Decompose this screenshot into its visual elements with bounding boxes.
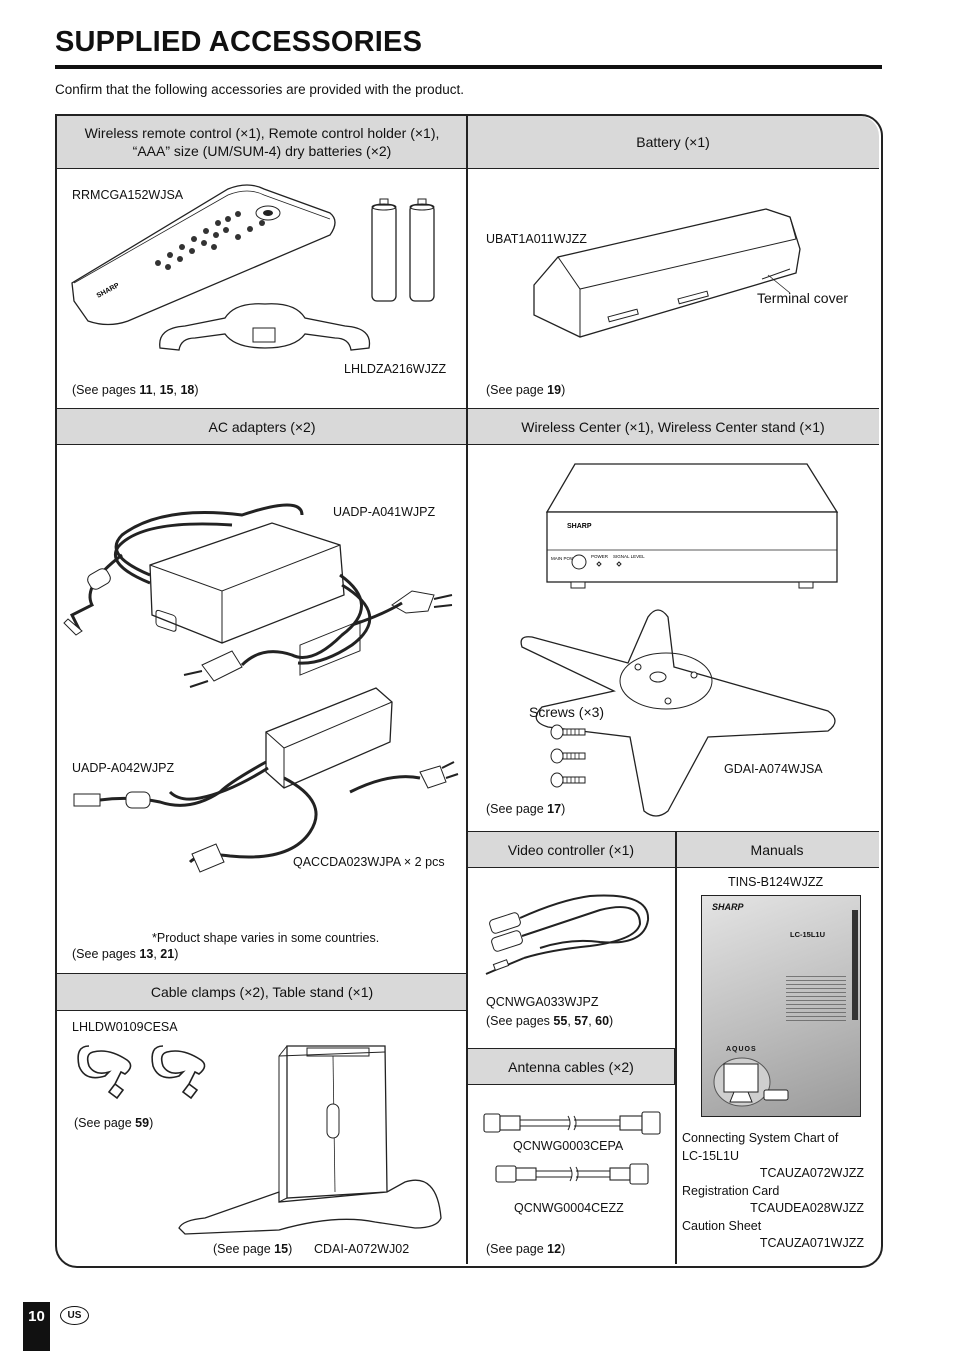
manuals-header: Manuals xyxy=(675,831,879,868)
page-number: 10 xyxy=(23,1302,50,1351)
wireless-center-see-page: (See page 17) xyxy=(486,802,566,816)
wireless-center-brand: SHARP xyxy=(567,523,592,530)
ac-product-note: *Product shape varies in some countries. xyxy=(152,931,380,945)
screws-illustration xyxy=(550,724,586,788)
stand-part-number: GDAI-A074WJSA xyxy=(724,762,823,776)
registration-card: Registration Card xyxy=(682,1183,780,1198)
remote-holder-illustration xyxy=(159,303,371,351)
remote-header: Wireless remote control (×1), Remote con… xyxy=(57,116,467,169)
chart-title-line-1: Connecting System Chart of xyxy=(682,1131,839,1145)
battery-pack-illustration xyxy=(533,208,801,338)
manual-cover: SHARP LC-15L1U AQUOS xyxy=(701,895,861,1117)
title-rule xyxy=(55,65,882,69)
ac-adapter-1-part: UADP-A041WJPZ xyxy=(333,505,436,519)
chart-part-number: TCAUZA072WJZZ xyxy=(759,1166,864,1180)
remote-control-illustration: SHARP xyxy=(71,184,336,326)
accessories-frame xyxy=(55,114,883,1268)
video-part-number: QCNWGA033WJPZ xyxy=(486,995,599,1009)
manuals-list: Connecting System Chart of LC-15L1U TCAU… xyxy=(682,1130,868,1253)
cable-clamps-illustration xyxy=(77,1045,206,1100)
table-stand-illustration xyxy=(178,1045,442,1235)
clamp-part-number: LHLDW0109CESA xyxy=(72,1020,178,1034)
antenna-see-page: (See page 12) xyxy=(486,1242,566,1256)
ac-cord-part: QACCDA023WJPA × 2 pcs xyxy=(293,855,445,869)
caution-part-number: TCAUZA071WJZZ xyxy=(759,1236,864,1250)
registration-part-number: TCAUDEA028WJZZ xyxy=(750,1201,864,1215)
table-stand-part-number: CDAI-A072WJ02 xyxy=(314,1242,410,1256)
ac-header: AC adapters (×2) xyxy=(57,408,467,445)
antenna-cables-illustration xyxy=(483,1111,661,1185)
manual-cover-series: AQUOS xyxy=(726,1046,757,1053)
manual-cover-text-lines xyxy=(786,976,846,1024)
video-controller-illustration xyxy=(485,894,650,975)
wireless-center-header: Wireless Center (×1), Wireless Center st… xyxy=(467,408,879,445)
main-power-label: MAIN POWER xyxy=(551,556,581,561)
screws-label: Screws (×3) xyxy=(529,704,605,720)
wireless-center-illustration: SHARP MAIN POWER POWER SIGNAL LEVEL xyxy=(545,463,839,589)
remote-see-pages: (See pages 11, 15, 18) xyxy=(72,383,199,397)
ac-adapter-2-illustration xyxy=(73,620,459,873)
chart-title-line-2: LC-15L1U xyxy=(682,1148,739,1163)
manuals-divider xyxy=(675,831,677,1264)
antenna-header: Antenna cables (×2) xyxy=(467,1048,675,1085)
manual-cover-brand: SHARP xyxy=(712,902,744,912)
battery-part-number: UBAT1A011WJZZ xyxy=(486,232,587,246)
intro-text: Confirm that the following accessories a… xyxy=(55,82,464,97)
stand-see-page: (See page 15) xyxy=(213,1242,293,1256)
manual-cover-model: LC-15L1U xyxy=(790,930,826,939)
power-indicator-label: POWER xyxy=(591,554,609,559)
clamp-see-page: (See page 59) xyxy=(74,1116,154,1130)
wireless-center-stand-illustration xyxy=(520,609,836,817)
remote-part-number: RRMCGA152WJSA xyxy=(72,188,184,202)
antenna-right-divider xyxy=(674,1048,676,1085)
aaa-batteries-illustration xyxy=(371,198,435,302)
ac-adapter-1-illustration xyxy=(63,503,453,688)
signal-level-label: SIGNAL LEVEL xyxy=(613,554,645,559)
battery-see-page: (See page 19) xyxy=(486,383,566,397)
manual-cover-tabs xyxy=(852,910,858,1020)
terminal-cover-label: Terminal cover xyxy=(757,290,849,306)
page-title: SUPPLIED ACCESSORIES xyxy=(55,26,423,58)
ac-see-pages: (See pages 13, 21) xyxy=(72,947,179,961)
manual-cover-tv-icon xyxy=(713,1057,789,1107)
cable-header: Cable clamps (×2), Table stand (×1) xyxy=(57,973,467,1011)
antenna-part-2: QCNWG0004CEZZ xyxy=(514,1201,624,1215)
region-badge: US xyxy=(60,1306,89,1325)
caution-sheet: Caution Sheet xyxy=(682,1218,762,1233)
center-divider xyxy=(466,116,468,1264)
battery-header: Battery (×1) xyxy=(467,116,879,169)
video-header: Video controller (×1) xyxy=(467,831,675,868)
video-see-pages: (See pages 55, 57, 60) xyxy=(486,1014,614,1028)
manual-part-number: TINS-B124WJZZ xyxy=(728,875,824,889)
holder-part-number: LHLDZA216WJZZ xyxy=(344,362,447,376)
ac-adapter-2-part: UADP-A042WJPZ xyxy=(72,761,175,775)
antenna-part-1: QCNWG0003CEPA xyxy=(513,1139,624,1153)
